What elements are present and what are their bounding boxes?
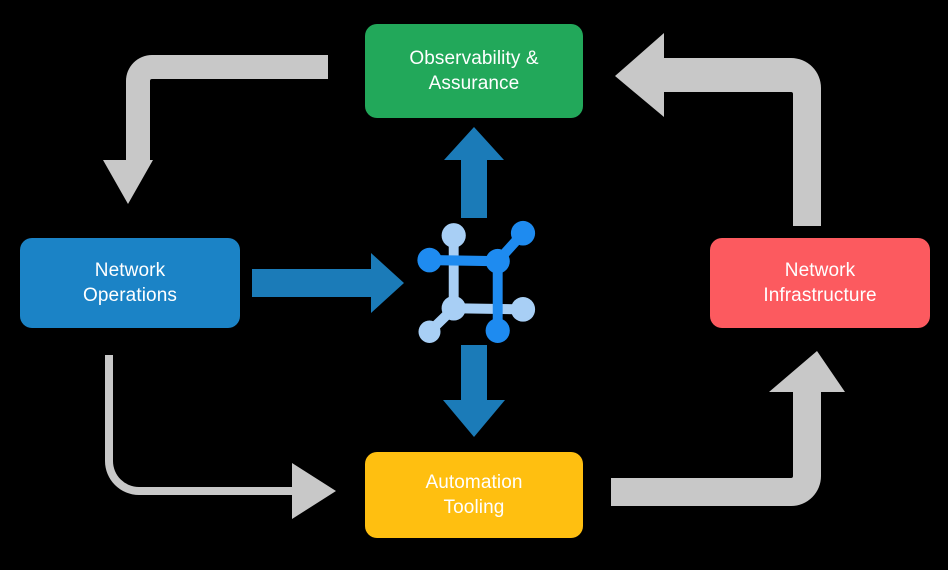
gray-arrow-path-4 — [615, 33, 821, 226]
node-topright — [510, 220, 536, 246]
blue-arrow-path-up — [444, 127, 504, 218]
node-box-automation-tooling[interactable]: Automation Tooling — [365, 452, 583, 538]
node-label-observability-assurance: Observability & Assurance — [409, 47, 539, 94]
gray-arrow-path-1 — [103, 55, 328, 204]
node-label-automation-tooling: Automation Tooling — [425, 471, 523, 518]
node-topleft — [441, 223, 466, 248]
blue-arrow-center-to-observability — [444, 127, 504, 218]
network-topology-icon — [417, 220, 536, 343]
gray-arrow-observability-to-operations — [103, 55, 328, 204]
gray-arrow-path-2 — [105, 355, 336, 519]
gray-arrow-operations-to-automation — [105, 355, 336, 519]
gray-arrow-path-3 — [611, 351, 845, 506]
node-box-observability-assurance[interactable]: Observability & Assurance — [365, 24, 583, 118]
node-center-junction — [485, 248, 510, 274]
node-label-network-operations: Network Operations — [83, 259, 177, 306]
node-bottom — [485, 318, 510, 343]
node-bottomleft-junction — [441, 295, 466, 321]
node-left — [417, 247, 442, 273]
node-bottomleft-leaf — [418, 320, 441, 343]
blue-arrow-path-right — [252, 253, 404, 313]
blue-arrow-center-to-automation — [443, 345, 505, 437]
network-icon-primary-nodes — [417, 220, 536, 343]
network-icon-secondary-nodes — [418, 223, 536, 343]
node-right — [510, 297, 536, 322]
node-label-network-infrastructure: Network Infrastructure — [763, 259, 877, 306]
blue-arrow-operations-to-center — [252, 253, 404, 313]
gray-arrow-infrastructure-to-observability — [615, 33, 821, 226]
node-box-network-infrastructure[interactable]: Network Infrastructure — [710, 238, 930, 328]
node-box-network-operations[interactable]: Network Operations — [20, 238, 240, 328]
blue-arrow-path-down — [443, 345, 505, 437]
gray-arrow-automation-to-infrastructure — [611, 351, 845, 506]
